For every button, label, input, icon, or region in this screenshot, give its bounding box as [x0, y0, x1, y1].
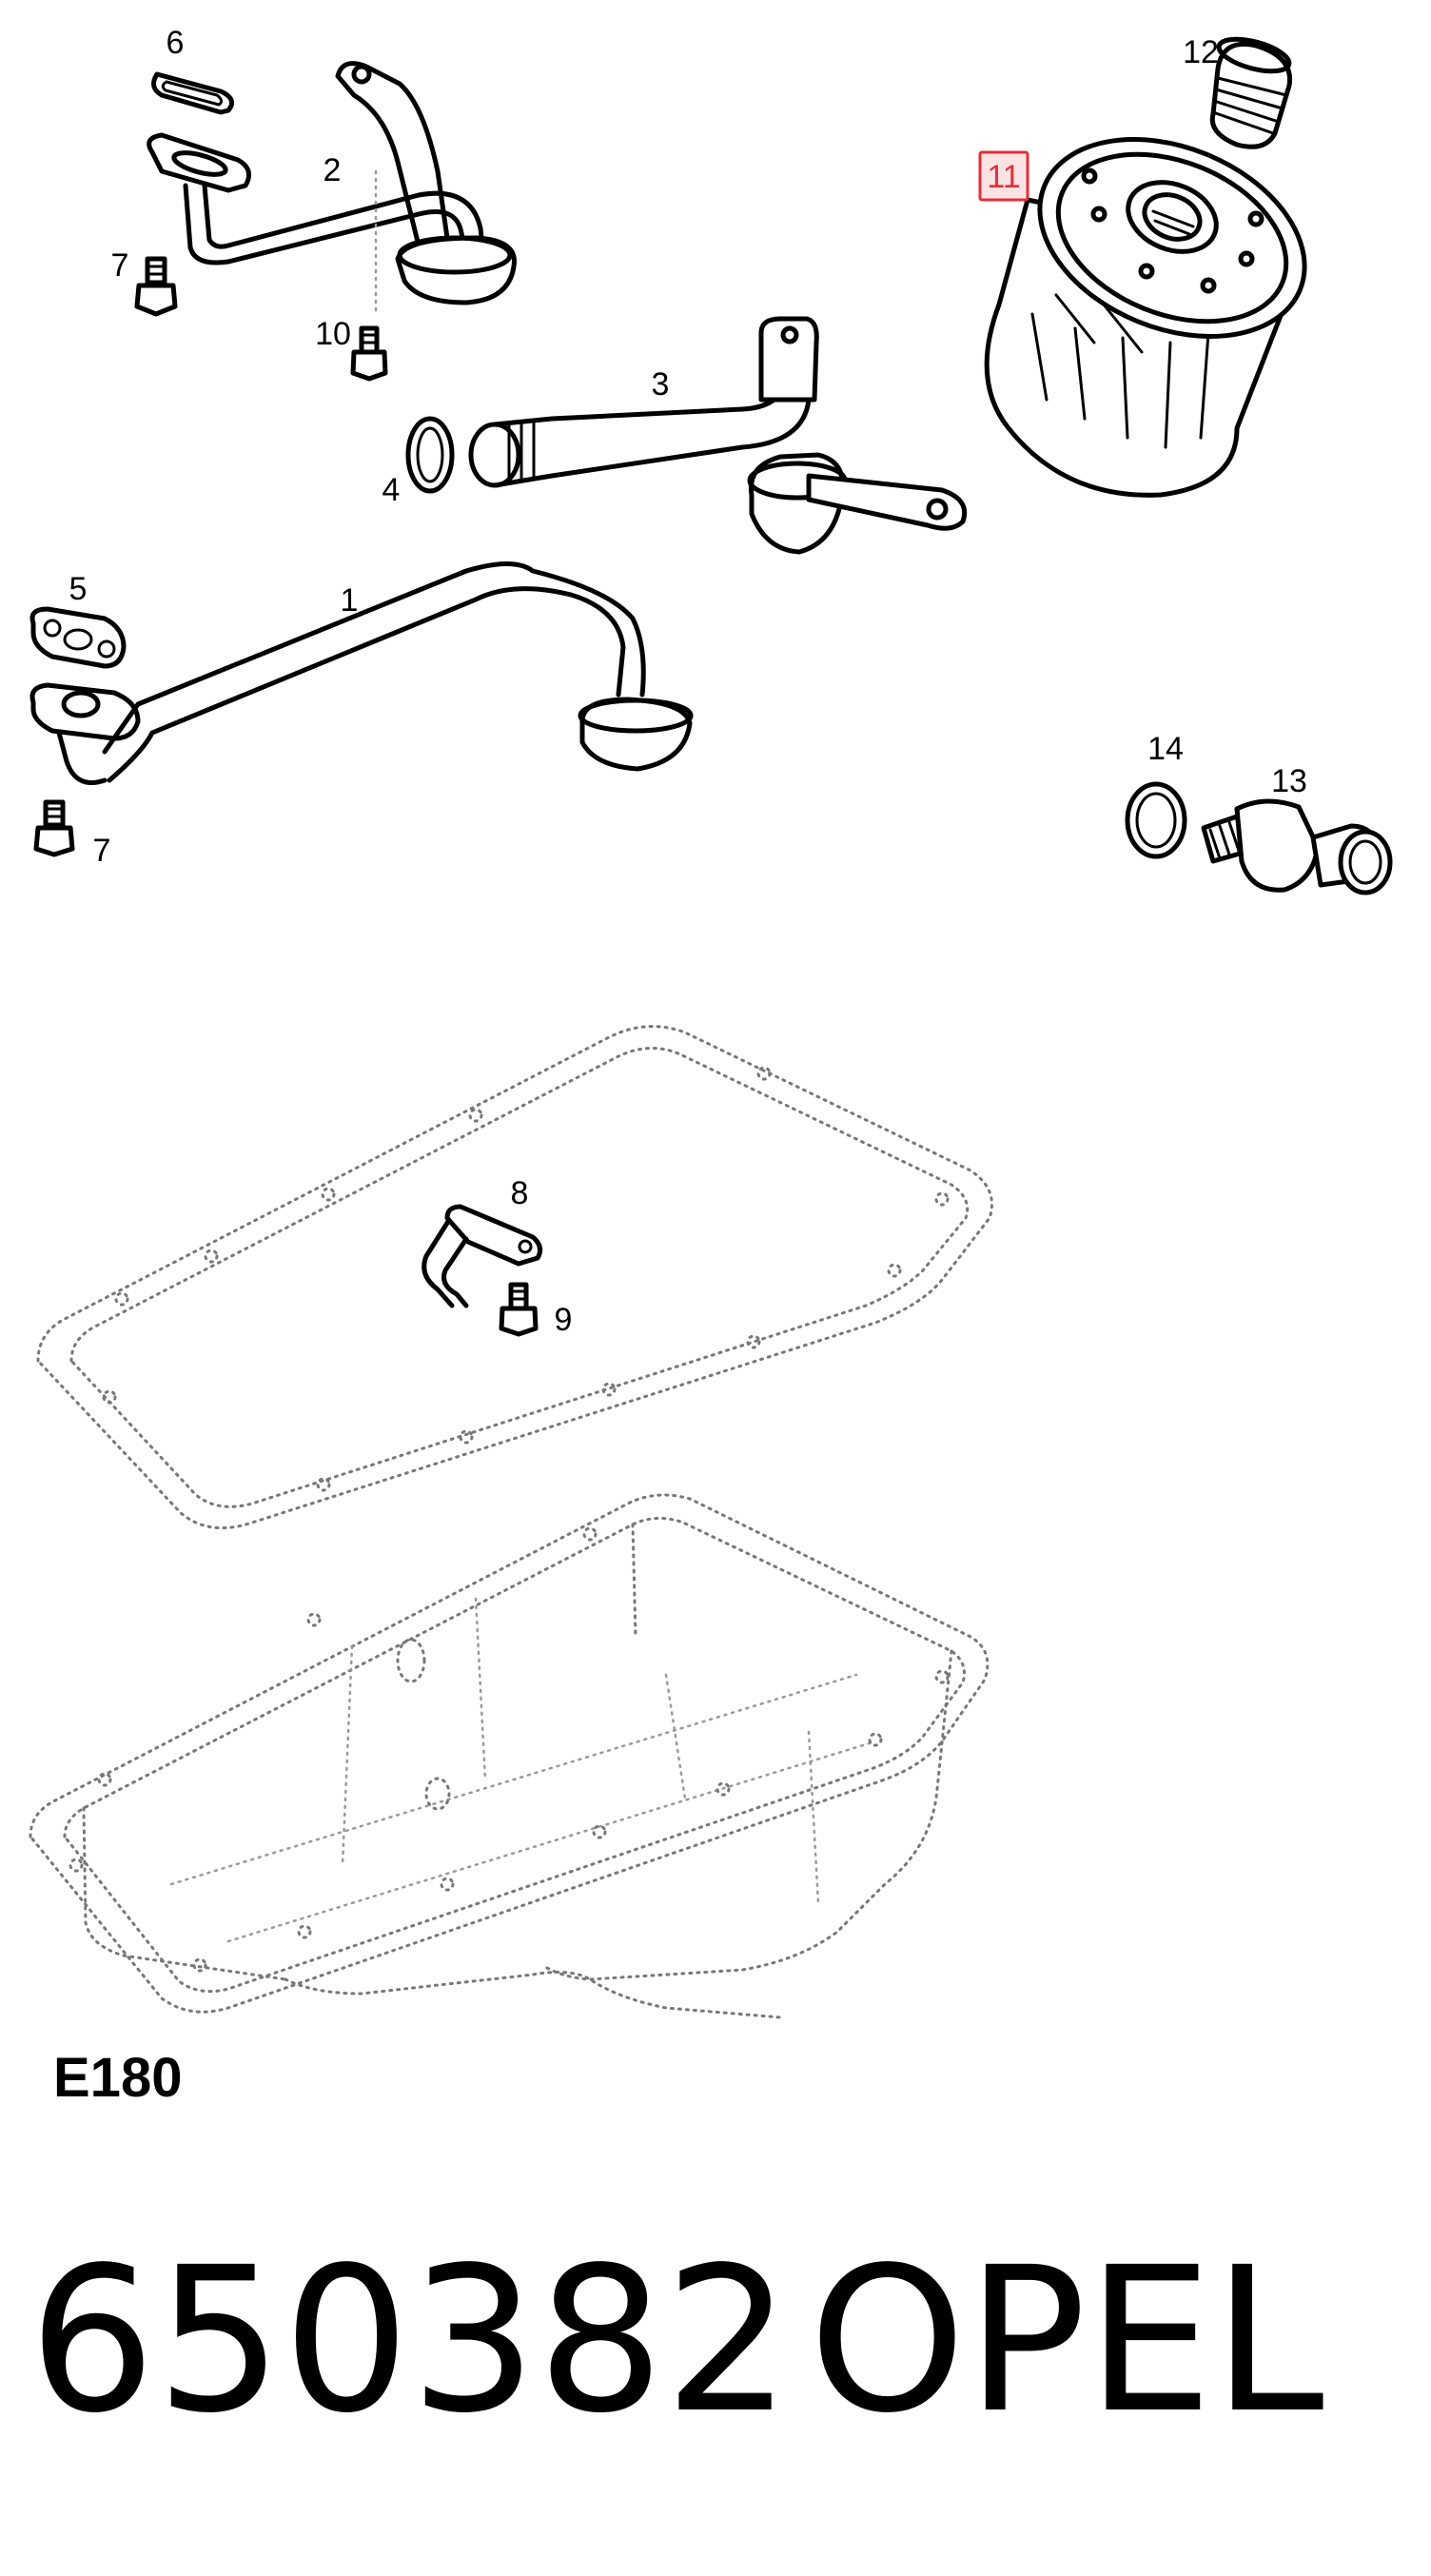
- part-5-gasket: [29, 606, 127, 669]
- highlight-box-part-11: [978, 150, 1029, 202]
- part-3-oil-pickup-pipe: [468, 316, 968, 555]
- part-11-oil-filter: [984, 137, 1307, 498]
- callout-11: 11: [987, 159, 1020, 195]
- callout-labels: 6 2 7 10 3 4 5 1 7 11 12 14 13 8 9: [69, 25, 1307, 1338]
- callout-2: 2: [323, 152, 342, 188]
- part-12-threaded-stud: [1209, 36, 1293, 149]
- part-13-oil-pressure-switch: [1201, 798, 1393, 895]
- part-8-bracket: [421, 1204, 543, 1308]
- callout-8: 8: [511, 1175, 529, 1211]
- callout-5: 5: [69, 571, 88, 607]
- part-7-bolt-upper: [134, 256, 178, 317]
- part-6-gasket: [150, 71, 235, 115]
- callout-4: 4: [382, 472, 401, 508]
- part-9-bolt: [499, 1282, 539, 1337]
- callout-10: 10: [315, 316, 351, 352]
- part-4-o-ring: [405, 416, 455, 494]
- section-code: E180: [53, 2047, 183, 2109]
- brand-name: OPEL: [809, 2224, 1324, 2457]
- part-1-oil-pickup-pipe: [29, 561, 694, 785]
- callout-6: 6: [167, 25, 185, 61]
- callout-9: 9: [555, 1302, 573, 1338]
- part-14-o-ring: [1125, 781, 1187, 859]
- part-2-oil-pickup-pipe: [147, 61, 517, 316]
- callout-7-upper: 7: [111, 247, 129, 284]
- oil-pan: [29, 1493, 990, 2019]
- part-7-bolt-lower: [33, 799, 75, 857]
- oil-pan-gasket: [36, 1025, 993, 1530]
- callout-1: 1: [341, 582, 359, 619]
- callout-12: 12: [1183, 34, 1219, 70]
- part-10-bolt: [350, 325, 388, 382]
- callout-3: 3: [652, 366, 670, 403]
- callout-14: 14: [1147, 731, 1184, 767]
- callout-7-lower: 7: [93, 833, 111, 869]
- part-number: 650382: [29, 2224, 792, 2457]
- callout-13: 13: [1271, 763, 1307, 799]
